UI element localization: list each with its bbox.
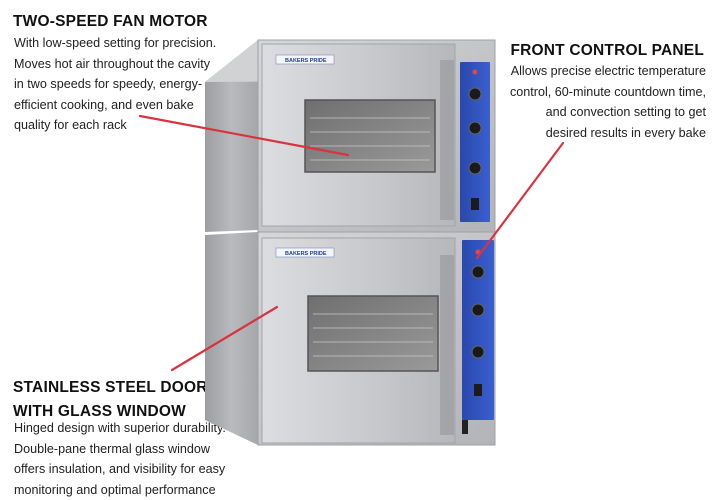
- door-line: Hinged design with superior durability.: [14, 418, 274, 439]
- control-panel-description: Allows precise electric temperature cont…: [466, 61, 706, 143]
- control-panel-line: control, 60-minute countdown time,: [466, 82, 706, 103]
- badge-plate: [276, 55, 334, 64]
- lower-brand-badge: BAKERS PRIDE: [276, 248, 334, 257]
- upper-oven-top: [205, 40, 495, 82]
- upper-glass-window: [305, 100, 435, 172]
- lower-indicator-light: [476, 250, 481, 255]
- fan-motor-line: Moves hot air throughout the cavity: [14, 54, 244, 75]
- upper-fan-knob: [469, 162, 481, 174]
- upper-oven-door: [262, 44, 455, 226]
- fan-motor-line: quality for each rack: [14, 115, 244, 136]
- lower-oven-racks: [313, 314, 433, 356]
- door-line: monitoring and optimal performance: [14, 480, 274, 500]
- control-panel-leader-line: [477, 143, 563, 258]
- fan-motor-line: in two speeds for speedy, energy-: [14, 74, 244, 95]
- upper-oven-front: [258, 40, 495, 232]
- oven-foot: [462, 420, 468, 434]
- badge-plate: [276, 248, 334, 257]
- upper-oven: BAKERS PRIDE: [205, 40, 495, 232]
- control-panel-line: and convection setting to get: [466, 102, 706, 123]
- door-title-line: STAINLESS STEEL DOOR: [13, 376, 243, 400]
- control-panel-title: FRONT CONTROL PANEL: [510, 39, 704, 63]
- lower-glass-window: [308, 296, 438, 371]
- upper-door-handle: [440, 60, 454, 220]
- fan-motor-title: TWO-SPEED FAN MOTOR: [13, 10, 208, 34]
- brand-badge-text: BAKERS PRIDE: [285, 58, 327, 64]
- control-panel-line: Allows precise electric temperature: [466, 61, 706, 82]
- upper-brand-badge: BAKERS PRIDE: [276, 55, 334, 64]
- fan-motor-line: efficient cooking, and even bake: [14, 95, 244, 116]
- fan-motor-description: With low-speed setting for precision. Mo…: [14, 33, 244, 136]
- lower-control-panel: [462, 240, 494, 420]
- lower-oven-front: [258, 232, 495, 445]
- fan-motor-line: With low-speed setting for precision.: [14, 33, 244, 54]
- lower-timer-knob: [472, 304, 484, 316]
- lower-oven-door: [262, 238, 455, 443]
- upper-oven-racks: [310, 118, 430, 160]
- lower-power-switch: [474, 384, 482, 396]
- lower-fan-knob: [472, 346, 484, 358]
- control-panel-line: desired results in every bake: [466, 123, 706, 144]
- door-title: STAINLESS STEEL DOOR WITH GLASS WINDOW: [13, 376, 243, 424]
- lower-temp-knob: [472, 266, 484, 278]
- door-leader-line: [172, 307, 277, 370]
- door-line: Double-pane thermal glass window: [14, 439, 274, 460]
- lower-door-handle: [440, 255, 454, 435]
- door-description: Hinged design with superior durability. …: [14, 418, 274, 500]
- brand-badge-text: BAKERS PRIDE: [285, 251, 327, 257]
- upper-power-switch: [471, 198, 479, 210]
- lower-oven: BAKERS PRIDE: [205, 232, 495, 445]
- door-line: offers insulation, and visibility for ea…: [14, 459, 274, 480]
